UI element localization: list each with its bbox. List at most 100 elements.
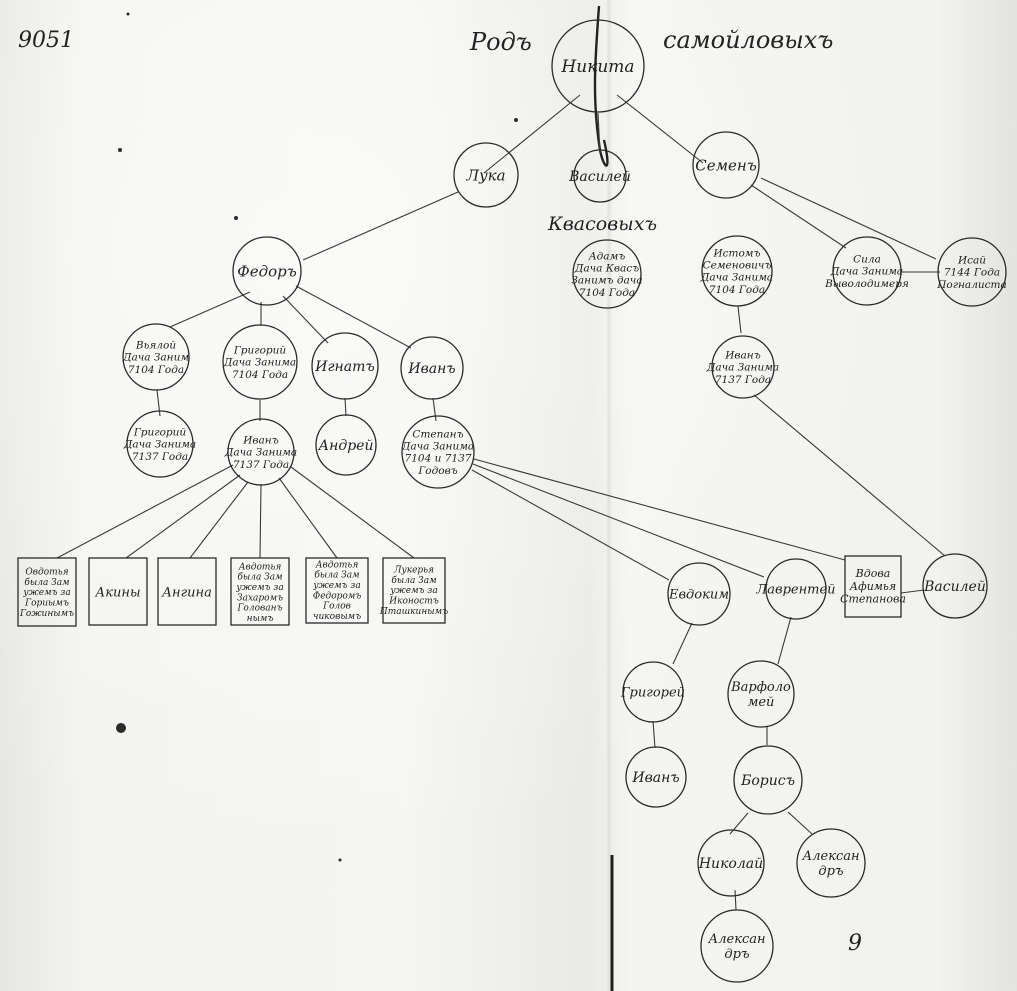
person-node-grigoriy2: Григорий Дача Занима 7137 Года <box>123 410 196 478</box>
node-evdokim-line-1: Евдоким <box>668 588 729 603</box>
person-box-7: Вдова Афимья Степанова <box>840 555 906 618</box>
archive-number: 9051 <box>18 28 74 53</box>
edge <box>278 477 338 559</box>
edge <box>777 616 792 665</box>
edge <box>169 291 251 328</box>
node-ivan-r-line-3: 7137 Года <box>715 374 771 386</box>
person-node-luka: Лука <box>453 142 519 208</box>
person-node-ivan3: Иванъ <box>625 746 687 808</box>
edge <box>900 589 925 594</box>
edge <box>189 481 249 559</box>
edge <box>259 483 262 559</box>
person-node-evdokim: Евдоким <box>667 562 731 626</box>
branch-label: Квасовыхъ <box>547 213 657 235</box>
node-vyalov-line-1: Вьялой <box>135 340 176 352</box>
ink-speck <box>514 118 518 122</box>
edge <box>616 94 704 164</box>
edge <box>302 191 459 261</box>
box-5-line-5: Голов <box>322 602 351 612</box>
node-adam-line-3: Занимъ дача <box>571 275 642 287</box>
node-ivan-r-line-1: Иванъ <box>724 350 760 362</box>
node-vasiliy2-line-1: Василей <box>923 579 986 595</box>
edge <box>652 720 656 749</box>
edge <box>737 305 742 334</box>
person-node-semen: Семенъ <box>692 131 760 199</box>
box-6-line-4: Иконостъ <box>388 597 439 607</box>
node-fedor-line-1: Федоръ <box>237 262 296 280</box>
node-ivan-r-line-2: Дача Занима <box>706 362 779 374</box>
person-node-vasiliy2: Василей <box>922 553 988 619</box>
edge <box>156 389 161 417</box>
box-4-line-6: нымъ <box>247 614 274 624</box>
node-adam-line-4: 7104 Года <box>579 287 635 299</box>
edge <box>295 285 412 349</box>
person-node-ivan-r: Иванъ Дача Занима 7137 Года <box>706 335 779 399</box>
node-ivan2-line-2: Дача Занима <box>224 447 297 459</box>
box-5-line-1: Авдотья <box>315 560 359 570</box>
node-ivan2-line-1: Иванъ <box>242 435 278 447</box>
ink-speck <box>118 148 122 152</box>
person-node-vyalov: Вьялой Дача Заним 7104 Года <box>122 323 190 391</box>
box-1-line-1: Овдотья <box>25 567 68 577</box>
node-vasiliy1-line-1: Василей <box>568 169 631 185</box>
edge <box>472 463 765 578</box>
node-istoma-line-2: Семеновичъ <box>703 260 772 272</box>
node-stepan-line-3: 7104 и 7137 <box>405 453 472 465</box>
node-andrey-line-1: Андрей <box>318 438 374 454</box>
node-nikita-line-1: Никита <box>560 57 634 77</box>
person-node-stepan: Степанъ Дача Занима 7104 и 7137 Годовъ <box>401 415 475 489</box>
person-node-lavrentiy: Лаврентей <box>755 558 836 620</box>
node-grigoriy2-line-3: 7137 Года <box>132 451 188 463</box>
person-box-4: Авдотья была Зам ужемъ за Захаромъ Голов… <box>230 557 290 626</box>
box-4-line-4: Захаромъ <box>237 593 283 603</box>
person-node-aleksandr1: Алексан дръ <box>796 828 866 898</box>
edge <box>471 469 670 581</box>
node-stepan-line-4: Годовъ <box>417 465 457 477</box>
ink-speck <box>234 216 238 220</box>
edge <box>734 889 737 911</box>
node-sila-line-3: Выволодимеря <box>824 278 909 290</box>
node-istoma-line-1: Истомъ <box>712 248 760 260</box>
node-vyalov-line-3: 7104 Года <box>128 364 184 376</box>
node-sila-line-1: Сила <box>853 254 881 266</box>
person-node-ivan1: Иванъ <box>400 336 464 400</box>
person-node-bartholomew: Варфоло мей <box>727 660 795 728</box>
edge <box>760 177 937 260</box>
node-grigoriy3-line-1: Григорей <box>620 686 685 701</box>
node-nikolay-line-1: Николай <box>698 856 763 872</box>
node-boris-line-1: Борисъ <box>740 773 795 789</box>
box-1-line-5: Гожинымъ <box>19 609 74 619</box>
person-node-istoma: Истомъ Семеновичъ Дача Занима 7104 Года <box>700 235 773 307</box>
person-node-aleksandr2: Алексан дръ <box>700 909 774 983</box>
box-1-line-3: ужемъ за <box>22 588 70 598</box>
node-luka-line-1: Лука <box>465 166 505 184</box>
box-5-line-3: ужемъ за <box>312 581 360 591</box>
node-grigoriy1-line-3: 7104 Года <box>232 369 288 381</box>
edge <box>282 295 329 344</box>
box-4-line-3: ужемъ за <box>235 583 283 593</box>
edge <box>753 394 946 557</box>
title-left: Родъ <box>469 28 532 56</box>
node-ivan1-line-1: Иванъ <box>407 361 455 377</box>
node-stepan-line-2: Дача Занима <box>401 441 474 453</box>
page-number: 9 <box>848 931 862 956</box>
tree-boxes: Овдотья была Зам ужемъ за Гориымъ Гожины… <box>17 555 906 627</box>
box-6-line-5: Пташкинымъ <box>379 607 448 617</box>
person-node-grigoriy1: Григорий Дача Занима 7104 Года <box>222 324 298 400</box>
tree-edges <box>56 94 946 911</box>
node-lavrentiy-line-1: Лаврентей <box>755 583 835 598</box>
person-node-ignat: Игнатъ <box>311 332 379 400</box>
ink-blot <box>116 723 126 733</box>
ink-tear-line <box>593 5 609 167</box>
person-node-fedor: Федоръ <box>232 236 302 306</box>
node-bartholomew-line-2: мей <box>748 695 775 710</box>
box-4-line-5: Голованъ <box>236 604 282 614</box>
ink-speck <box>338 858 342 862</box>
node-aleksandr2-line-2: дръ <box>724 947 750 962</box>
node-aleksandr1-line-2: дръ <box>818 864 844 879</box>
node-ivan2-line-3: 7137 Года <box>233 459 289 471</box>
edge <box>597 112 601 154</box>
box-4-line-1: Авдотья <box>238 562 282 572</box>
node-vyalov-line-2: Дача Заним <box>122 352 189 364</box>
